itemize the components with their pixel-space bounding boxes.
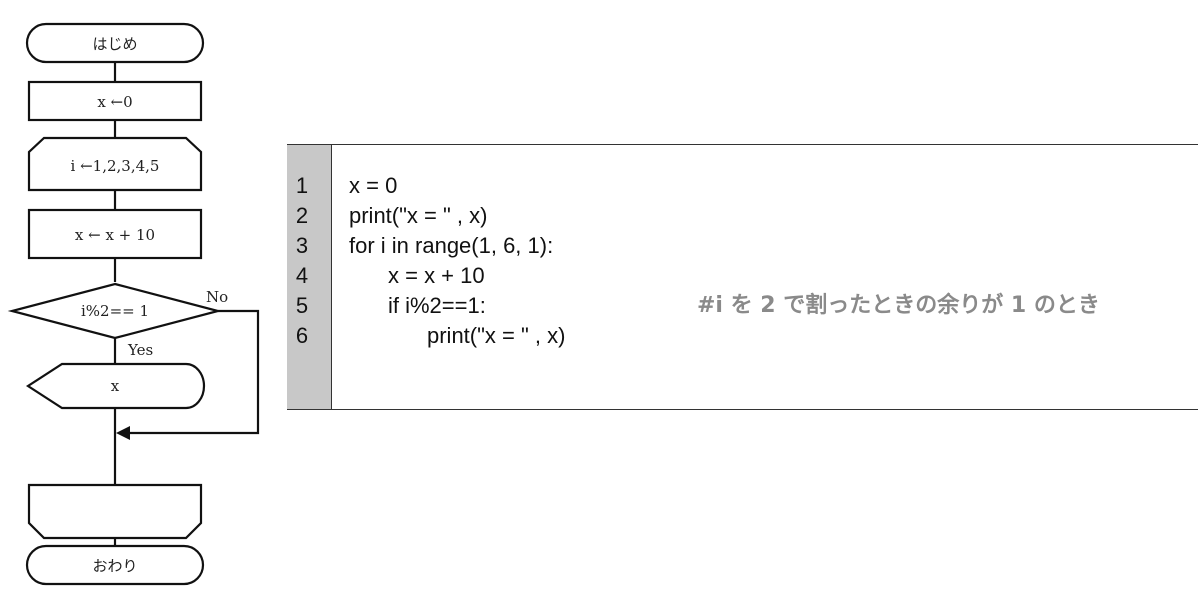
line-number: 3 <box>295 233 309 258</box>
flow-connectors <box>113 62 260 546</box>
line-number: 1 <box>295 173 309 198</box>
code-line: for i in range(1, 6, 1): <box>349 233 554 258</box>
yes-label: Yes <box>127 341 153 359</box>
init-label: x ←0 <box>97 93 132 111</box>
line-number: 5 <box>295 293 309 318</box>
code-comment: #i を 2 で割ったときの余りが 1 のとき <box>697 293 1100 318</box>
code-panel: 1 2 3 4 5 6 x = 0 print("x = " , x) for … <box>287 144 1198 410</box>
loop-end <box>27 483 203 540</box>
update-process: x ← x + 10 <box>27 208 203 260</box>
merge-arrow-icon <box>116 426 130 440</box>
loop-start: i ←1,2,3,4,5 <box>27 136 203 192</box>
loop-label: i ←1,2,3,4,5 <box>71 157 160 175</box>
decision-label: i%2== 1 <box>81 302 149 320</box>
code-line: print("x = " , x) <box>349 203 488 228</box>
line-number: 2 <box>295 203 309 228</box>
init-process: x ←0 <box>27 80 203 122</box>
output-shape: x <box>25 362 206 410</box>
code-line: print("x = " , x) <box>427 323 566 348</box>
end-label: おわり <box>92 557 137 575</box>
code-line: if i%2==1: <box>388 293 486 318</box>
flowchart: はじめ x ←0 i ←1,2,3,4,5 x ← x + 10 i%2== 1… <box>7 22 260 586</box>
line-number-gutter <box>287 145 332 409</box>
line-number: 6 <box>295 323 309 348</box>
code-line: x = x + 10 <box>388 263 485 288</box>
no-label: No <box>206 288 228 306</box>
line-number: 4 <box>295 263 309 288</box>
output-label: x <box>111 377 120 395</box>
start-terminal: はじめ <box>25 22 205 64</box>
start-label: はじめ <box>92 35 137 53</box>
decision: i%2== 1 <box>7 282 223 340</box>
code-line: x = 0 <box>349 173 398 198</box>
update-label: x ← x + 10 <box>75 226 155 244</box>
end-terminal: おわり <box>25 544 205 586</box>
